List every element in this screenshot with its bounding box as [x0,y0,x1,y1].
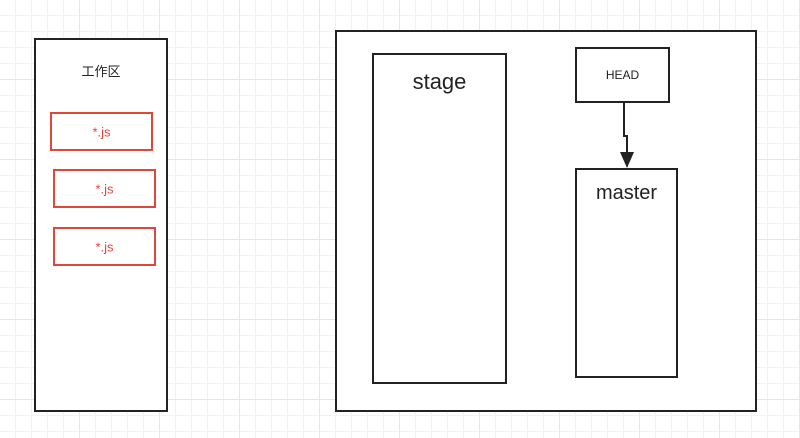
workspace-file-1: *.js [50,112,153,151]
master-label: master [595,182,658,204]
stage-box: stage [372,53,507,384]
workspace-file-2: *.js [53,169,156,208]
master-box: master [575,168,678,378]
file-label: *.js [95,239,114,254]
file-label: *.js [92,124,111,139]
head-box: HEAD [575,47,670,103]
workspace-file-3: *.js [53,227,156,266]
file-label: *.js [95,181,114,196]
workspace-title: 工作区 [81,64,121,79]
stage-label: stage [412,69,467,94]
workspace-box: 工作区 [34,38,168,412]
head-label: HEAD [605,68,640,82]
